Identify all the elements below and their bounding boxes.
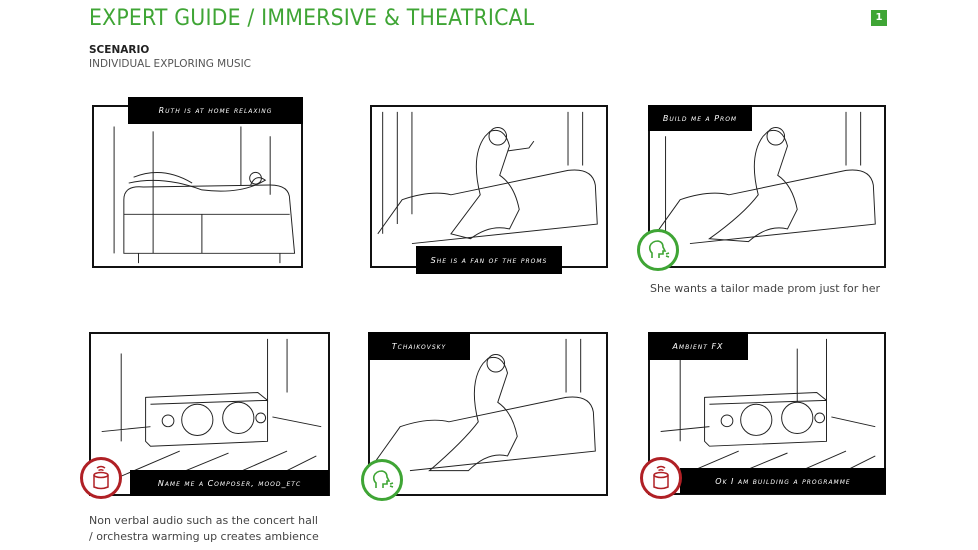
caption-6-top: Ambient FX [648, 332, 748, 360]
woman-on-sofa-sketch [655, 111, 876, 245]
speaker-sketch [660, 338, 876, 486]
speaker-sketch [101, 338, 322, 486]
scenario-text: INDIVIDUAL EXPLORING MUSIC [89, 58, 252, 70]
scenario-label: SCENARIO [89, 44, 150, 56]
woman-on-sofa-sketch [377, 111, 598, 245]
caption-1: Ruth is at home relaxing [128, 97, 303, 124]
page-title: EXPERT GUIDE / IMMERSIVE & THEATRICAL [89, 6, 535, 31]
panel-4-note-line-2: / orchestra warming up creates ambience [89, 530, 319, 543]
caption-4: Name me a Composer, mood_etc [130, 470, 329, 496]
panel-3-note: She wants a tailor made prom just for he… [650, 282, 880, 295]
storyboard-panel-1 [92, 105, 303, 268]
caption-6-bottom: Ok I am building a programme [680, 468, 886, 494]
caption-3: Build me a Prom [648, 105, 752, 131]
panel-4-note-line-1: Non verbal audio such as the concert hal… [89, 514, 318, 527]
sofa-sketch [113, 126, 296, 264]
storyboard-panel-3 [648, 105, 886, 268]
storyboard-panel-4 [89, 332, 330, 496]
voice-user-icon [637, 229, 679, 271]
caption-5: Tchaikovsky [368, 332, 470, 360]
smart-speaker-icon [640, 457, 682, 499]
page-number-badge: 1 [871, 10, 887, 26]
voice-user-icon [361, 459, 403, 501]
woman-on-sofa-sketch [375, 338, 596, 472]
smart-speaker-icon [80, 457, 122, 499]
caption-2: She is a fan of the proms [416, 246, 562, 274]
storyboard-panel-2 [370, 105, 608, 268]
